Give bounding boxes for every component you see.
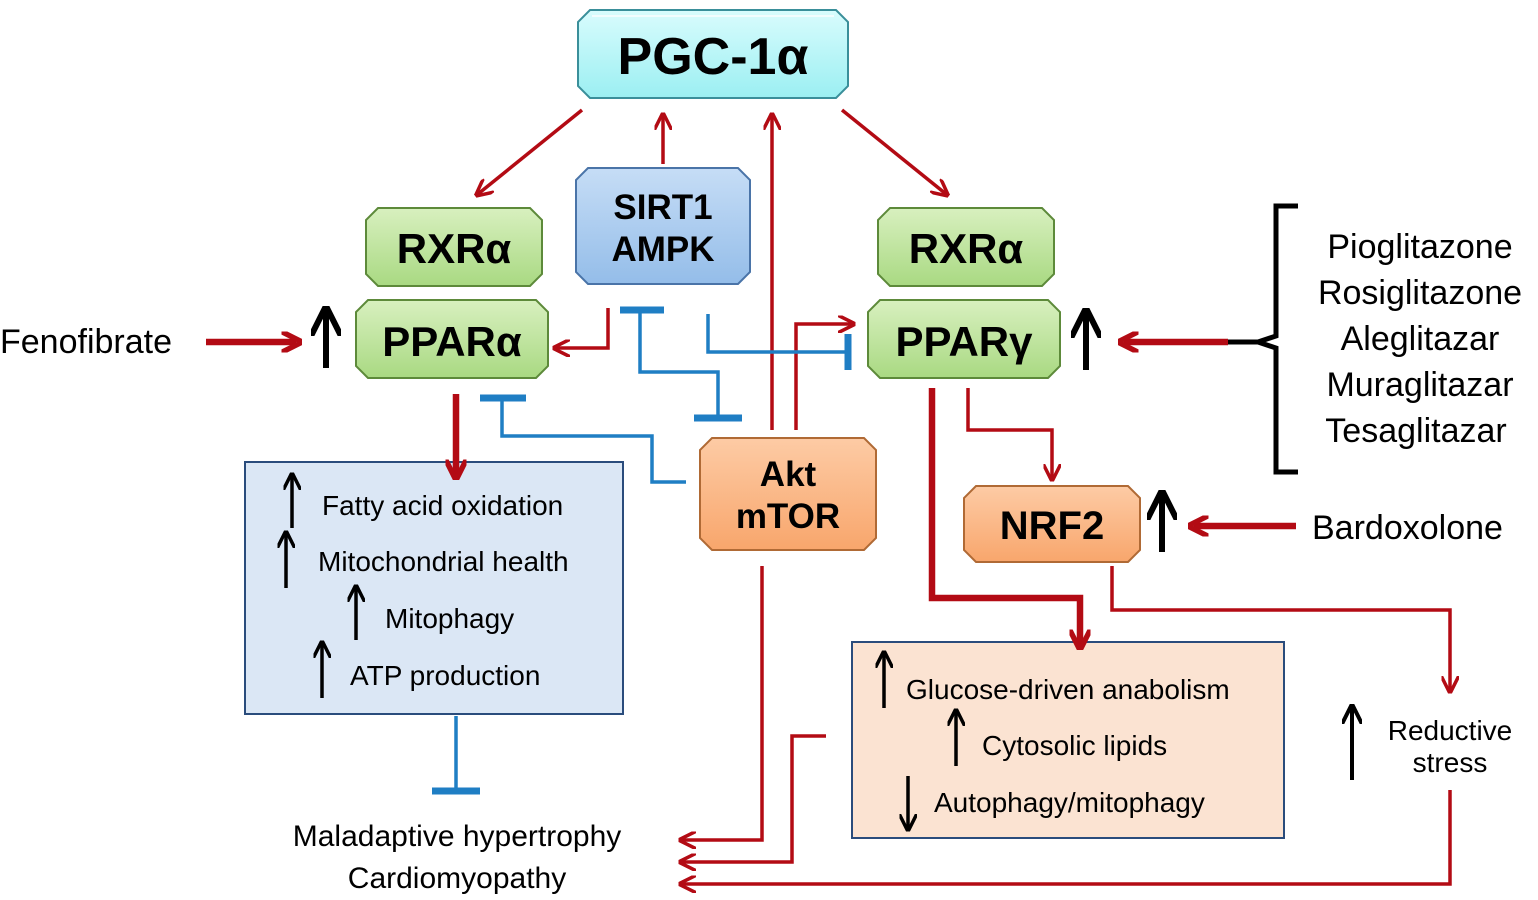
pparg-label: PPARγ: [896, 318, 1034, 365]
effect-autophagy: Autophagy/mitophagy: [934, 787, 1205, 818]
mtor-label: mTOR: [736, 497, 840, 536]
inhibit-sirt1-to-pparg: [706, 314, 846, 354]
ampk-label: AMPK: [611, 230, 714, 269]
outcome-hypertrophy: Maladaptive hypertrophy: [293, 820, 622, 853]
rxra-left-node: RXRα: [365, 207, 543, 287]
thick-arrows: [206, 342, 1296, 644]
outcome-cardiomyopathy: Cardiomyopathy: [348, 862, 566, 895]
left-effects-panel: Fatty acid oxidation Mitochondrial healt…: [244, 461, 624, 715]
rxra-right-label: RXRα: [909, 225, 1024, 272]
pgc1a-node: PGC-1α: [577, 9, 849, 99]
inhibit-akt-to-ppara: [500, 400, 686, 484]
bardoxolone-label: Bardoxolone: [1312, 509, 1503, 547]
arrow-sirt1-to-ppara: [556, 308, 610, 348]
arrow-panel-to-outcome: [682, 734, 826, 862]
pparg-node: PPARγ: [867, 299, 1061, 379]
rxra-right-node: RXRα: [877, 207, 1055, 287]
arrow-pparg-to-nrf2: [966, 388, 1052, 478]
right-effects-panel: Glucose-driven anabolism Cytosolic lipid…: [851, 641, 1285, 839]
arrow-nrf2-to-stress: [1110, 566, 1450, 690]
effect-mito-health: Mitochondrial health: [318, 546, 569, 577]
drug-aleglitazar: Aleglitazar: [1341, 320, 1500, 358]
effect-cytosolic-lipids: Cytosolic lipids: [982, 730, 1167, 761]
arrow-akt-to-pparg: [794, 324, 852, 430]
nrf2-node: NRF2: [963, 485, 1141, 563]
ppara-label: PPARα: [382, 318, 522, 365]
activation-arrows: [478, 108, 1452, 884]
brace-icon: [1250, 203, 1298, 475]
sirt1-label: SIRT1: [613, 188, 712, 227]
reductive-stress-label: Reductive stress: [1388, 715, 1513, 778]
rxra-left-label: RXRα: [397, 225, 512, 272]
ppara-node: PPARα: [355, 299, 549, 379]
pgc1a-label: PGC-1α: [618, 28, 809, 86]
effect-atp: ATP production: [350, 660, 540, 691]
arrow-akt-to-outcome: [682, 566, 764, 840]
arrow-pparg-to-panel: [928, 388, 1080, 644]
upregulation-markers: [326, 312, 1352, 780]
nrf2-label: NRF2: [1000, 504, 1104, 548]
fenofibrate-label: Fenofibrate: [0, 323, 172, 361]
akt-label: Akt: [760, 455, 817, 494]
drug-rosiglitazone: Rosiglitazone: [1318, 274, 1522, 312]
akt-mtor-node: Akt mTOR: [699, 437, 877, 551]
outcome-label: Maladaptive hypertrophy Cardiomyopathy: [293, 820, 622, 895]
inhibition-lines: [432, 306, 852, 795]
svg-text:Reductive: Reductive: [1388, 715, 1513, 746]
sirt1-ampk-node: SIRT1 AMPK: [575, 167, 751, 285]
drug-muraglitazar: Muraglitazar: [1326, 366, 1513, 404]
arrow-stress-to-outcome: [682, 790, 1452, 884]
effect-fatty-acid: Fatty acid oxidation: [322, 490, 563, 521]
effect-glucose-anabolism: Glucose-driven anabolism: [906, 674, 1230, 705]
arrow-pgc-to-rxra-right: [840, 108, 946, 194]
effect-mitophagy: Mitophagy: [385, 603, 514, 634]
drug-tesaglitazar: Tesaglitazar: [1325, 412, 1506, 450]
arrow-pgc-to-rxra-left: [478, 108, 584, 194]
inhibit-sirt1-to-akt: [638, 312, 720, 416]
drug-pioglitazone: Pioglitazone: [1327, 228, 1512, 266]
ppar-agonist-list: Pioglitazone Rosiglitazone Aleglitazar M…: [1318, 228, 1522, 450]
svg-text:stress: stress: [1413, 747, 1488, 778]
